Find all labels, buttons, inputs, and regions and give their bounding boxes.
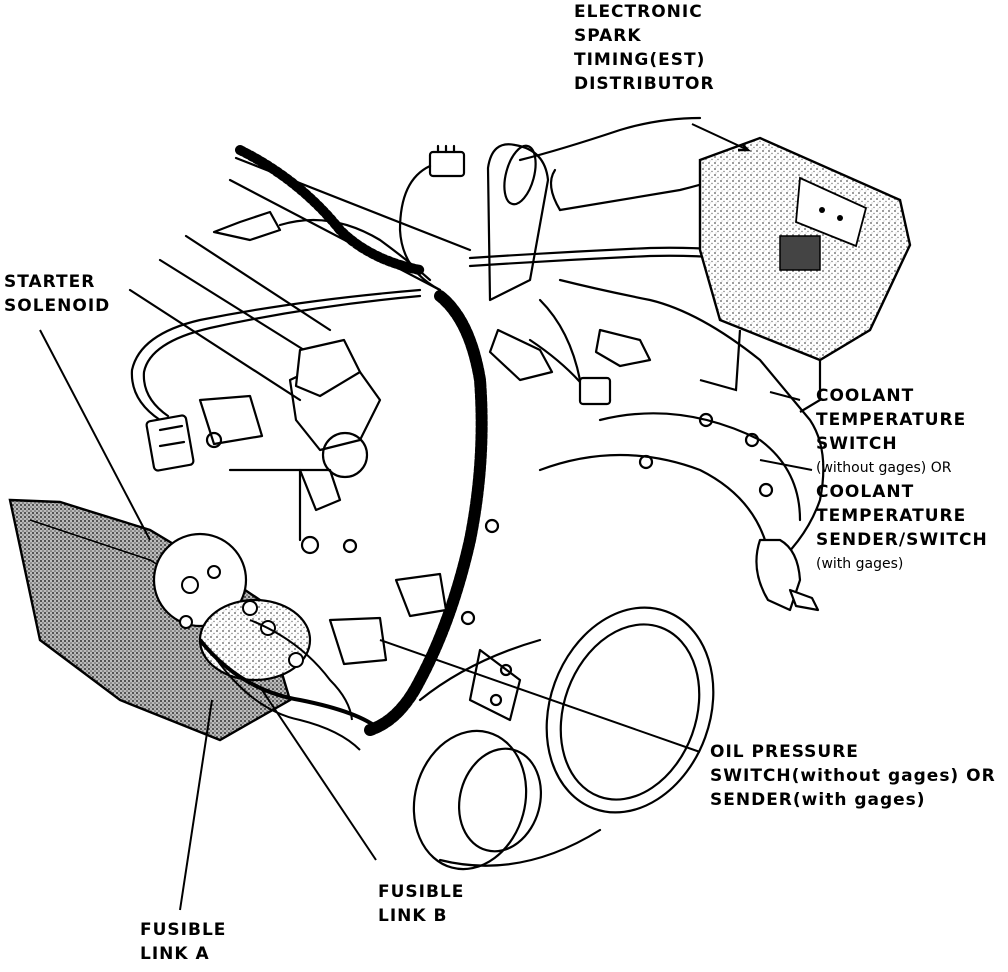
- bolt: [499, 663, 513, 677]
- bolt: [744, 432, 760, 448]
- coolant-temp-sensor: [755, 538, 802, 612]
- housing-edge: [438, 828, 602, 867]
- bolt: [484, 518, 500, 534]
- label-est-distributor: ELECTRONIC SPARK TIMING(EST) DISTRIBUTOR: [574, 2, 715, 94]
- distributor-hose: [518, 116, 702, 162]
- distributor-hose: [549, 168, 562, 212]
- est-distributor: [698, 136, 912, 413]
- block-detail: [468, 648, 522, 722]
- oil-pressure-connector: [328, 616, 388, 666]
- pulley: [457, 747, 543, 853]
- bolt: [460, 610, 476, 626]
- leader-est: [691, 123, 749, 151]
- leader-link-b: [261, 689, 377, 861]
- block-outline: [558, 278, 825, 572]
- bolt: [489, 693, 503, 707]
- label-fusible-link-b: FUSIBLE LINK B: [378, 882, 465, 926]
- connector-top: [428, 150, 466, 178]
- block-outline: [538, 298, 582, 382]
- oil-pressure-switch: [394, 572, 448, 618]
- harness-wire: [398, 164, 442, 292]
- sensor-connector: [594, 328, 652, 368]
- bolt: [342, 538, 358, 554]
- solenoid-face: [152, 532, 248, 628]
- intake-line: [184, 234, 332, 332]
- label-fusible-link-a: FUSIBLE LINK A: [140, 920, 227, 964]
- block-outline: [538, 453, 772, 562]
- leader-oil: [379, 639, 701, 753]
- manifold-boss: [321, 431, 369, 479]
- label-coolant-temperature: COOLANT TEMPERATURE SWITCH (without gage…: [816, 386, 988, 572]
- label-oil-pressure: OIL PRESSURE SWITCH(without gages) OR SE…: [710, 742, 996, 810]
- manifold-boss: [298, 468, 342, 512]
- leader-coolant: [769, 391, 801, 401]
- housing-edge: [418, 638, 542, 702]
- pulley: [412, 729, 528, 871]
- bolt: [638, 454, 654, 470]
- bolt: [698, 412, 714, 428]
- coolant-sender-plug: [578, 376, 612, 406]
- block-edge: [228, 468, 302, 542]
- intake-line: [158, 258, 322, 362]
- ribbed-hose: [235, 145, 425, 275]
- bolt: [758, 482, 774, 498]
- leader-starter: [39, 329, 151, 541]
- leader-coolant: [759, 459, 813, 471]
- main-harness: [364, 290, 488, 736]
- bracket-hole: [503, 144, 537, 206]
- intake-line: [128, 288, 302, 402]
- connector-left: [145, 414, 195, 472]
- harness-wire: [278, 218, 432, 282]
- leader-link-a: [179, 699, 213, 911]
- label-starter-solenoid: STARTER SOLENOID: [4, 272, 111, 316]
- block-outline: [598, 412, 802, 522]
- sensor-connector: [488, 328, 554, 382]
- starter-motor: [8, 498, 382, 751]
- leader-lines: [39, 123, 813, 911]
- harness-wire: [142, 294, 422, 418]
- intake-line: [228, 178, 442, 292]
- bolt: [205, 431, 223, 449]
- lifting-bracket: [486, 143, 550, 302]
- harness-wire: [130, 288, 422, 422]
- pump-housing: [559, 623, 701, 801]
- pump-housing: [545, 606, 715, 814]
- bolt: [300, 535, 320, 555]
- sensor-plug: [212, 210, 282, 242]
- sensor-block: [294, 338, 362, 398]
- manifold-boss: [198, 394, 264, 446]
